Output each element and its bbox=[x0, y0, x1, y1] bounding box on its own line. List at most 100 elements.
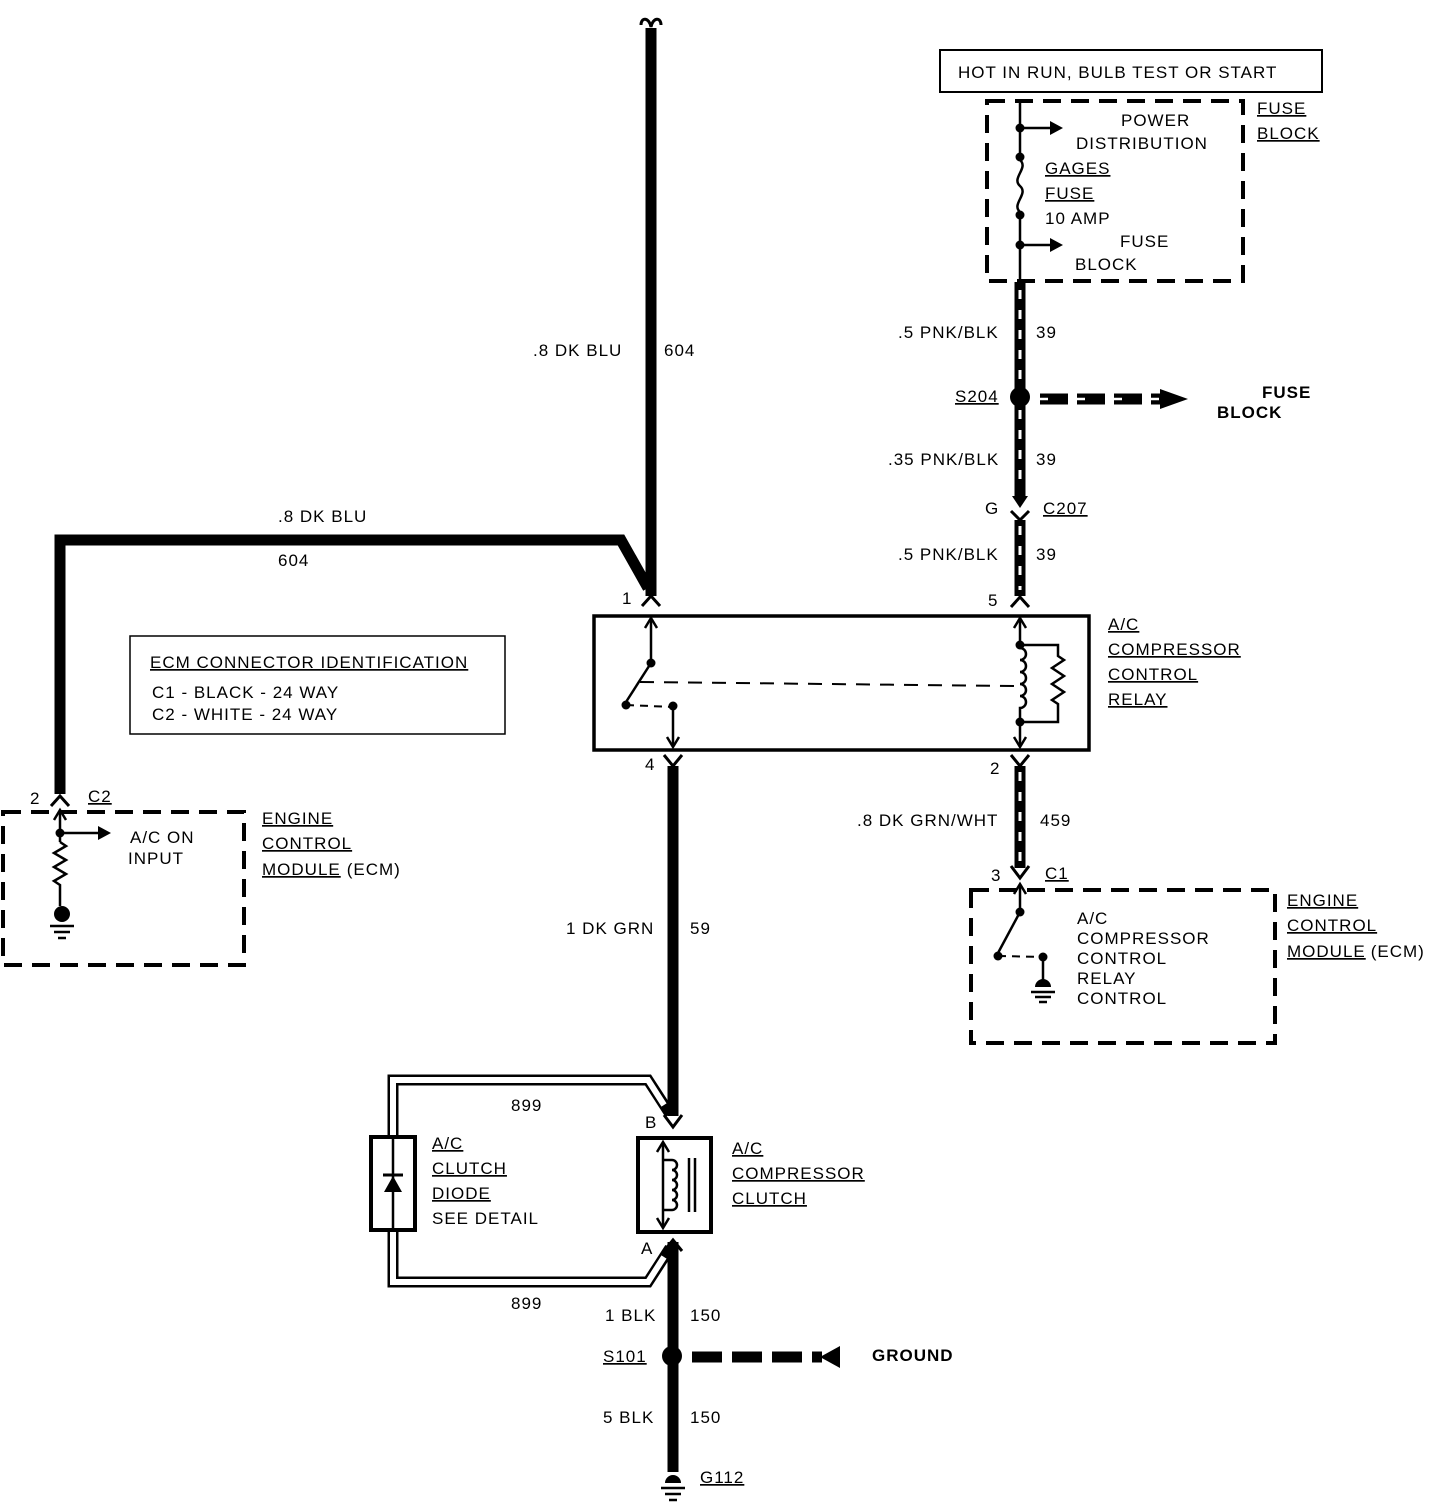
fuse-block-internal-label-1: FUSE bbox=[1120, 232, 1169, 251]
circuit-59-group: 1 DK GRN 59 B bbox=[566, 766, 710, 1132]
clutch-pin-a-connector-icon bbox=[662, 1237, 684, 1252]
relay-switch-arrow-up-icon bbox=[643, 615, 659, 629]
ecm-right-arrow-up-icon bbox=[1012, 881, 1028, 895]
wire-899-lower-outline bbox=[387, 1228, 675, 1288]
ecm-right-function-5: CONTROL bbox=[1077, 989, 1167, 1008]
power-distribution-label-1: POWER bbox=[1121, 111, 1190, 130]
ac-compressor-clutch-group: A/C COMPRESSOR CLUTCH A bbox=[636, 1136, 864, 1258]
connector-c2-icon bbox=[49, 793, 71, 808]
wire-459-gauge-color: .8 DK GRN/WHT bbox=[857, 811, 998, 830]
relay-pin-4-label: 4 bbox=[645, 755, 655, 774]
relay-label-3: CONTROL bbox=[1108, 665, 1198, 684]
ecm-connector-id-group: ECM CONNECTOR IDENTIFICATION C1 - BLACK … bbox=[129, 635, 506, 735]
splice-s101-label: S101 bbox=[603, 1347, 647, 1366]
splice-s204-dot bbox=[1010, 387, 1030, 407]
wire-59-gauge-color: 1 DK GRN bbox=[566, 919, 654, 938]
diode-label-3: DIODE bbox=[432, 1184, 491, 1203]
relay-label-2: COMPRESSOR bbox=[1108, 640, 1241, 659]
splice-s101-arrow-icon bbox=[820, 1346, 840, 1368]
ecm-left-ground-icon bbox=[54, 906, 70, 922]
circuit-150-group: 1 BLK 150 S101 GROUND 5 BLK 150 G112 bbox=[603, 1242, 954, 1502]
splice-s101-destination: GROUND bbox=[872, 1346, 954, 1365]
clutch-box bbox=[636, 1136, 713, 1234]
ecm-connector-id-title: ECM CONNECTOR IDENTIFICATION bbox=[150, 653, 468, 672]
clutch-pin-a-label: A bbox=[641, 1239, 653, 1258]
ecm-right-label-3: MODULE bbox=[1287, 942, 1366, 961]
ecm-left-label-3: MODULE bbox=[262, 860, 341, 879]
wire-604-branch-gauge-color: .8 DK BLU bbox=[278, 507, 367, 526]
relay-switch-contact-link bbox=[625, 704, 674, 708]
wire-604-break-icon bbox=[639, 17, 663, 28]
connector-c2-cavity: 2 bbox=[30, 789, 40, 808]
ecm-right-ground-icon bbox=[1035, 979, 1051, 987]
connector-c2-label: C2 bbox=[88, 787, 112, 806]
ecm-left-abbr: (ECM) bbox=[347, 860, 401, 879]
relay-pin-1-label: 1 bbox=[622, 589, 632, 608]
wire-150-lower-gauge-color: 5 BLK bbox=[603, 1408, 654, 1427]
diode-label-2: CLUTCH bbox=[432, 1159, 507, 1178]
connector-c1-label: C1 bbox=[1045, 864, 1069, 883]
relay-pin-2-label: 2 bbox=[990, 759, 1000, 778]
clutch-arrow-up-icon bbox=[655, 1139, 671, 1153]
wire-39-upper-gauge-color: .5 PNK/BLK bbox=[898, 323, 999, 342]
ecm-right-label-2: CONTROL bbox=[1287, 916, 1377, 935]
clutch-label-3: CLUTCH bbox=[732, 1189, 807, 1208]
fuse-block-side-label-2: BLOCK bbox=[1257, 124, 1320, 143]
ecm-connector-id-row-2: C2 - WHITE - 24 WAY bbox=[152, 705, 338, 724]
clutch-coil-icon bbox=[663, 1158, 679, 1212]
connector-c1-icon bbox=[1009, 865, 1031, 881]
ecm-left-function-1: A/C ON bbox=[130, 828, 195, 847]
wire-150-lower-circuit: 150 bbox=[690, 1408, 721, 1427]
ecm-right-label-3-line: MODULE (ECM) bbox=[1287, 942, 1425, 961]
ecm-right-function-2: COMPRESSOR bbox=[1077, 929, 1210, 948]
wire-39-middle-circuit: 39 bbox=[1036, 450, 1057, 469]
relay-coil-arrow-up-icon bbox=[1012, 615, 1028, 629]
ecm-left-dashed-box bbox=[1, 810, 246, 967]
power-distribution-label-2: DISTRIBUTION bbox=[1076, 134, 1208, 153]
connector-c207-cavity: G bbox=[985, 499, 999, 518]
fuse-name-label-2: FUSE bbox=[1045, 184, 1094, 203]
relay-pin-5-label: 5 bbox=[988, 591, 998, 610]
ecm-left-input-arrow-icon bbox=[98, 826, 111, 840]
wire-150-upper-gauge-color: 1 BLK bbox=[605, 1306, 656, 1325]
fuse-top-node bbox=[1015, 152, 1025, 162]
power-condition-text: HOT IN RUN, BULB TEST OR START bbox=[958, 63, 1277, 82]
wire-604-branch-circuit: 604 bbox=[278, 551, 309, 570]
fuse-rating-label: 10 AMP bbox=[1045, 209, 1111, 228]
relay-label-4: RELAY bbox=[1108, 690, 1168, 709]
ecm-left-arrow-up-icon bbox=[52, 807, 68, 821]
fuse-name-label-1: GAGES bbox=[1045, 159, 1110, 178]
ecm-right-function-4: RELAY bbox=[1077, 969, 1137, 988]
relay-switch-arm bbox=[624, 662, 653, 703]
ecm-right-label-1: ENGINE bbox=[1287, 891, 1358, 910]
ecm-connector-id-box bbox=[129, 635, 506, 735]
wire-604-vertical-gauge-color: .8 DK BLU bbox=[533, 341, 622, 360]
wire-39-upper-circuit: 39 bbox=[1036, 323, 1057, 342]
ecm-left-function-2: INPUT bbox=[128, 849, 184, 868]
ecm-left-label-3-line: MODULE (ECM) bbox=[262, 860, 401, 879]
power-distribution-arrow-icon bbox=[1050, 121, 1063, 135]
connector-c207-female-icon bbox=[1009, 509, 1031, 523]
ecm-left-label-2: CONTROL bbox=[262, 834, 352, 853]
fuse-block-dashed-box bbox=[985, 99, 1245, 283]
relay-pin-4-connector-icon bbox=[662, 754, 684, 769]
splice-s204-label: S204 bbox=[955, 387, 999, 406]
fuse-icon bbox=[1016, 159, 1024, 213]
splice-s204-destination-1: FUSE bbox=[1262, 383, 1311, 402]
ac-compressor-control-relay: A/C COMPRESSOR CONTROL RELAY 4 2 bbox=[592, 614, 1241, 778]
wire-150-upper-circuit: 150 bbox=[690, 1306, 721, 1325]
wire-899-upper-core bbox=[390, 1077, 667, 1140]
ecm-left-pulldown-resistor-icon bbox=[51, 840, 69, 906]
fuse-block-internal-label-2: BLOCK bbox=[1075, 255, 1138, 274]
diode-label-1: A/C bbox=[432, 1134, 463, 1153]
relay-switch-arrow-down-icon bbox=[665, 736, 681, 750]
clutch-diode-group: 899 899 A/C CLUTCH DIODE SEE DETAIL bbox=[369, 1074, 675, 1313]
wire-39-lower-gauge-color: .5 PNK/BLK bbox=[898, 545, 999, 564]
relay-suppression-resistor-icon bbox=[1020, 643, 1067, 724]
wire-39-middle-gauge-color: .35 PNK/BLK bbox=[888, 450, 999, 469]
ecm-right-abbr: (ECM) bbox=[1371, 942, 1425, 961]
fuse-block-side-label-1: FUSE bbox=[1257, 99, 1306, 118]
wire-899-upper-circuit: 899 bbox=[511, 1096, 542, 1115]
power-condition-box bbox=[939, 49, 1323, 93]
wire-899-lower-core bbox=[390, 1228, 667, 1285]
